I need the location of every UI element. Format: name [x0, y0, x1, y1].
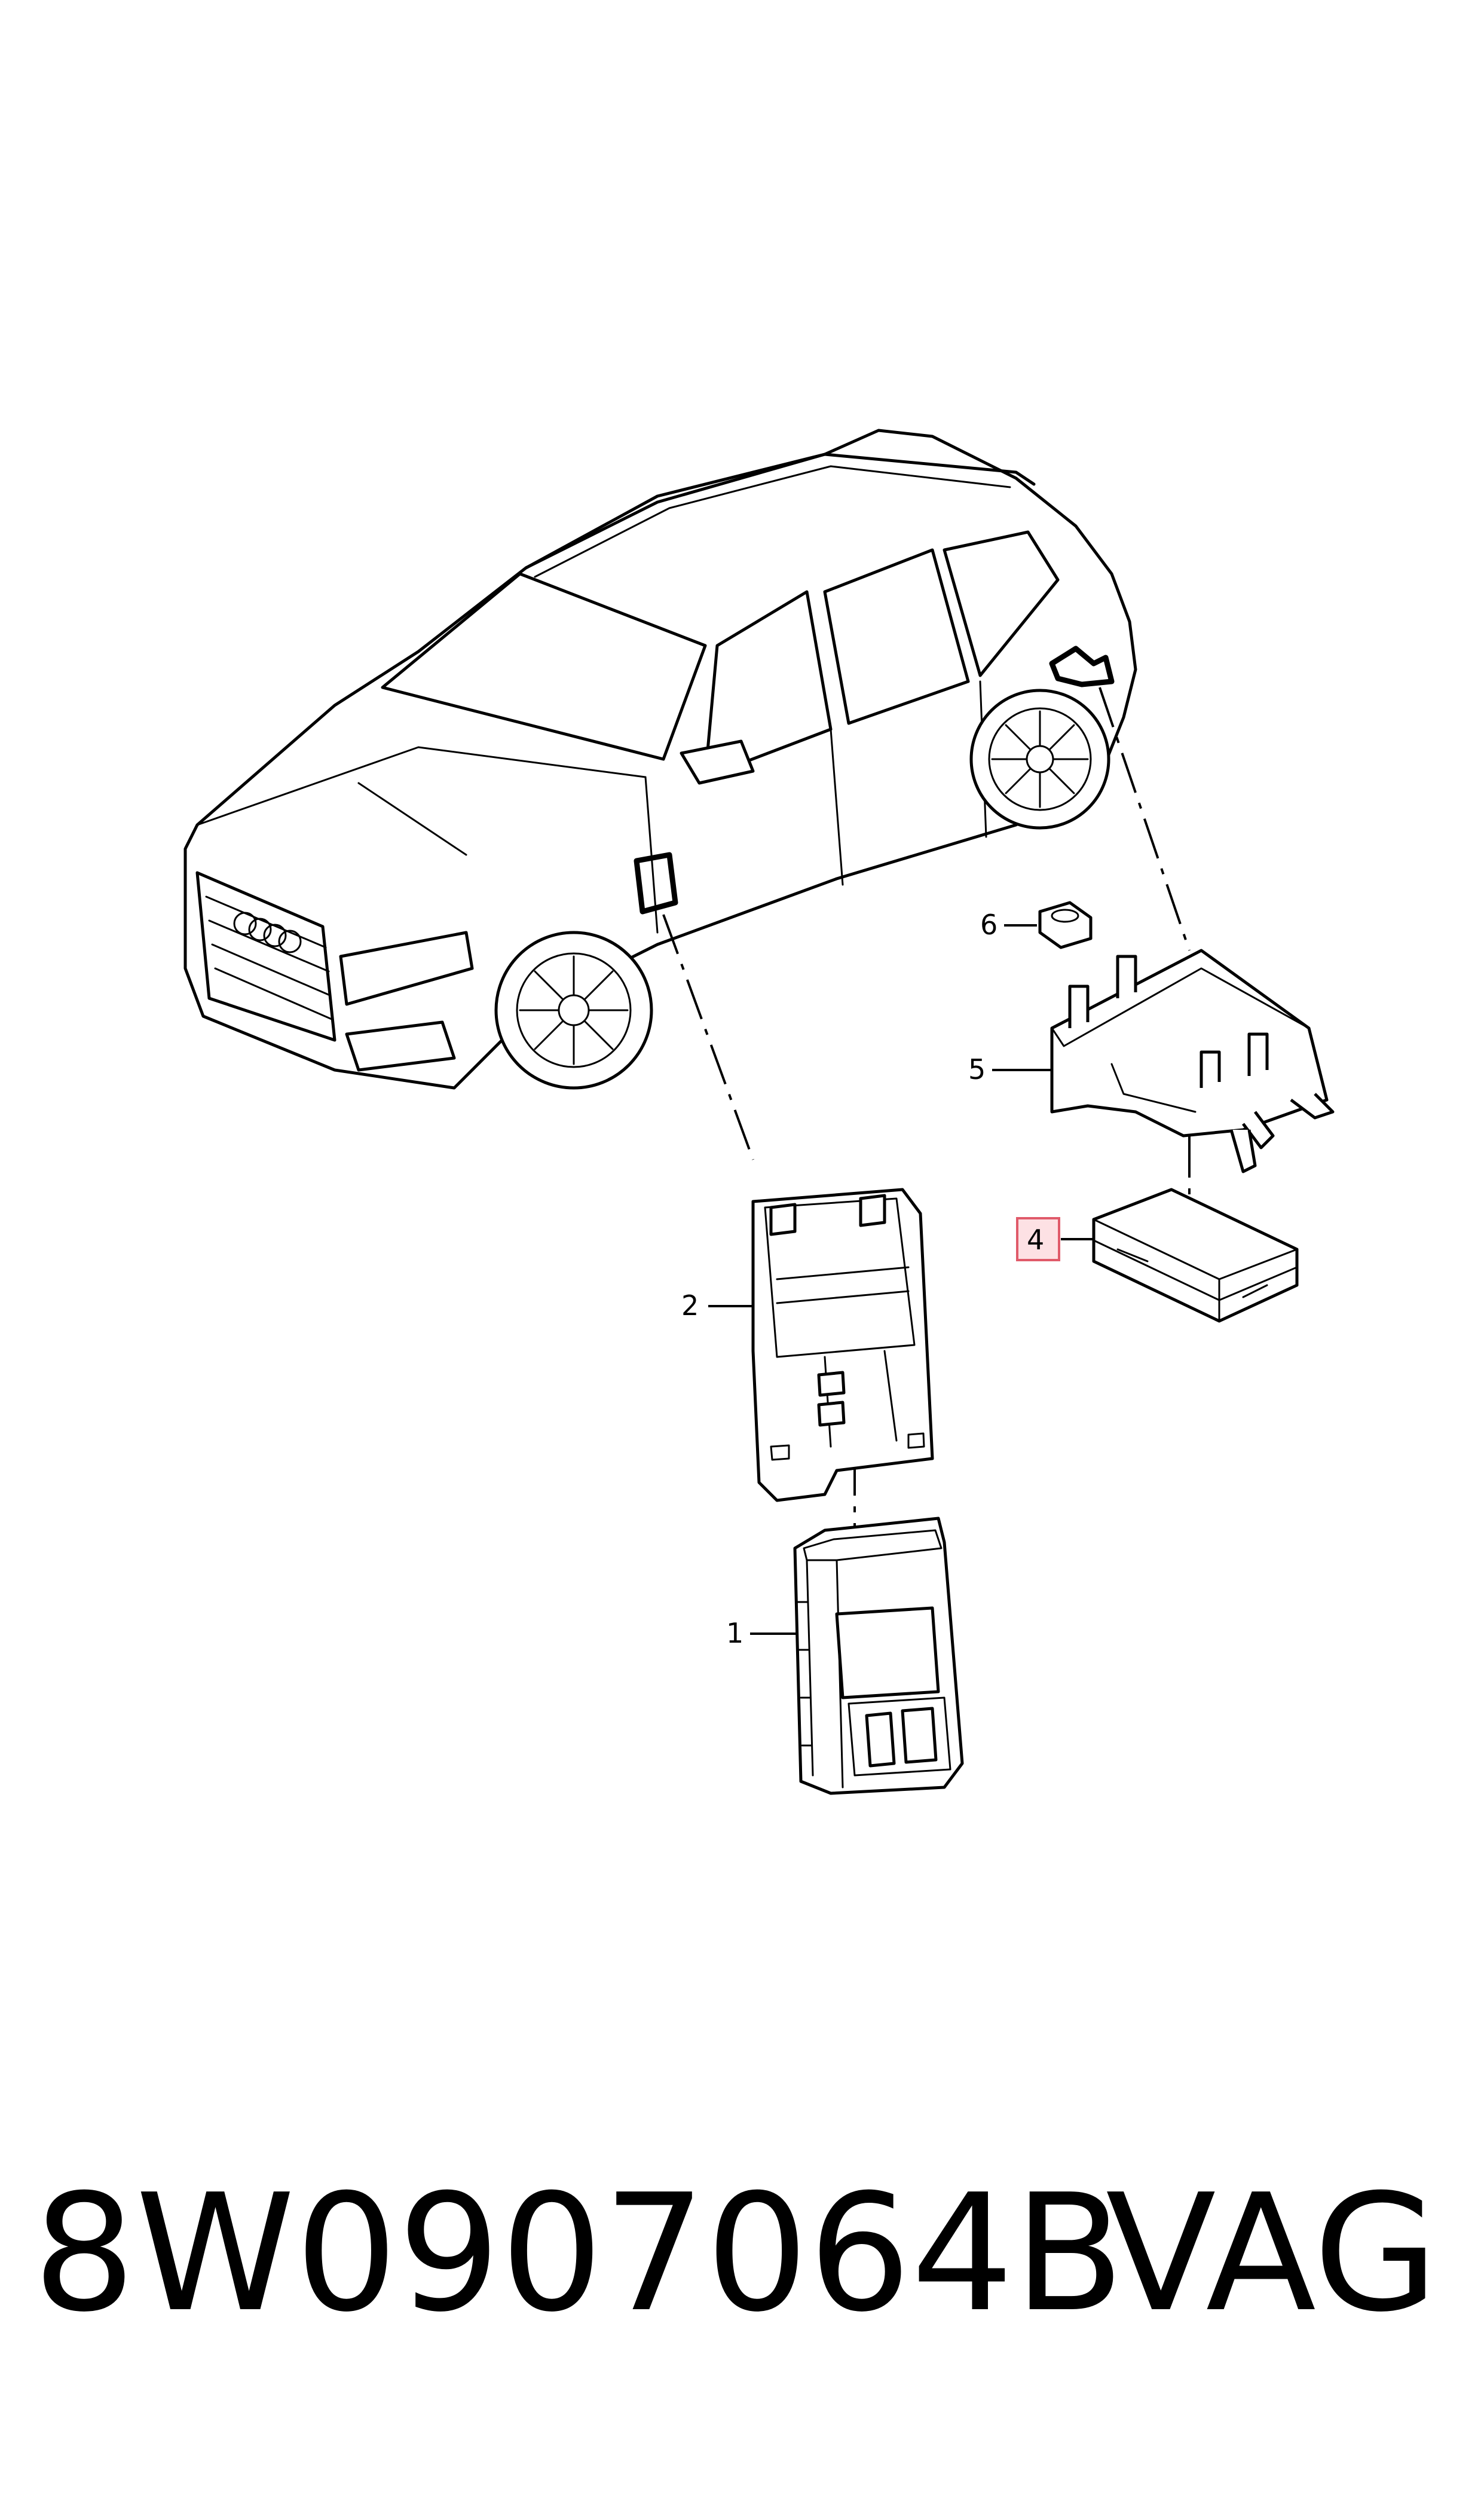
callout-5: 5	[968, 1053, 986, 1086]
vehicle-illustration	[183, 429, 1137, 1090]
callout-4: 4	[1027, 1224, 1044, 1256]
part-6-nut	[1038, 901, 1093, 949]
brand-label: VAG	[1106, 2159, 1439, 2347]
callout-1: 1	[726, 1617, 743, 1649]
callout-6: 6	[980, 909, 998, 941]
parts-diagram: 6 5 4 2	[183, 429, 1335, 1795]
part-1-control-unit	[793, 1517, 964, 1795]
part-2-holder	[751, 1188, 934, 1502]
part-number: 8W0907064B	[33, 2159, 1125, 2347]
part-5-bracket	[1050, 949, 1335, 1173]
callout-2: 2	[681, 1289, 699, 1322]
callout-4-highlight	[1016, 1217, 1060, 1261]
part-4-control-module	[1092, 1188, 1299, 1323]
